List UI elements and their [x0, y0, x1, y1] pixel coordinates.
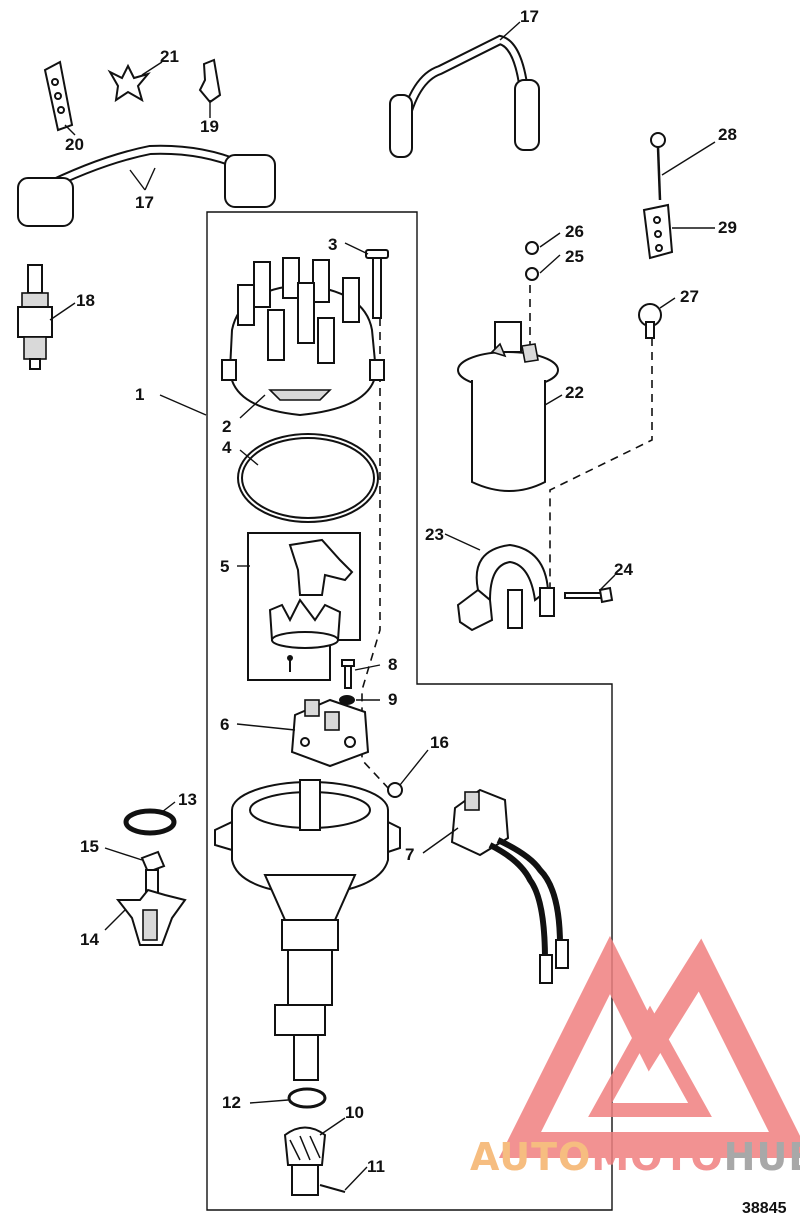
callout-19: 19 [200, 117, 219, 136]
callout-17-left: 17 [135, 193, 154, 212]
callout-18: 18 [76, 291, 95, 310]
module-washer [339, 695, 355, 705]
callout-3: 3 [328, 235, 337, 254]
coil-nut-26 [525, 241, 539, 255]
callout-15: 15 [80, 837, 99, 856]
callout-20: 20 [65, 135, 84, 154]
callout-16: 16 [430, 733, 449, 752]
callout-labels: 1 2 3 4 5 6 7 8 9 10 11 12 13 14 15 16 1… [65, 7, 737, 1176]
svg-text:AUTOMOTOHUB: AUTOMOTOHUB [470, 1135, 800, 1179]
module-screw [341, 659, 355, 689]
callout-7: 7 [405, 845, 414, 864]
watermark-triangle-icon [498, 935, 800, 1158]
callout-2: 2 [222, 417, 231, 436]
callout-5: 5 [220, 557, 229, 576]
bracket-bolt [564, 586, 614, 604]
callout-27: 27 [680, 287, 699, 306]
distributor-cap [221, 257, 385, 417]
watermark-hub: HUB [724, 1135, 800, 1179]
assembly-outline [206, 211, 613, 1211]
watermark-auto: AUTO [470, 1135, 591, 1179]
ignition-coil [457, 321, 559, 492]
pickup-coil [450, 788, 569, 984]
ground-wire-28 [650, 132, 666, 201]
watermark-moto: MOTO [591, 1135, 723, 1179]
callout-25: 25 [565, 247, 584, 266]
alignment-dash-clamp [549, 338, 653, 600]
callout-9: 9 [388, 690, 397, 709]
rotor-kit-box [247, 532, 361, 681]
wire-bracket-29 [642, 203, 674, 260]
callout-10: 10 [345, 1103, 364, 1122]
cap-screw [365, 249, 389, 319]
callout-22: 22 [565, 383, 584, 402]
distributor-housing [214, 779, 401, 1081]
coil-bracket [456, 543, 555, 632]
spark-plug-wire-left [17, 144, 276, 227]
wire-separator-20 [43, 60, 74, 132]
figure-number: 38845 [742, 1200, 787, 1217]
callout-23: 23 [425, 525, 444, 544]
washer-13 [123, 808, 177, 836]
callout-26: 26 [565, 222, 584, 241]
callout-6: 6 [220, 715, 229, 734]
callout-28: 28 [718, 125, 737, 144]
drive-gear [283, 1126, 327, 1196]
callout-17-top: 17 [520, 7, 539, 26]
callout-24: 24 [614, 560, 633, 579]
spark-plug-wire-top [389, 34, 540, 158]
callout-8: 8 [388, 655, 397, 674]
callout-14: 14 [80, 930, 99, 949]
wire-separator-21 [107, 63, 151, 103]
hold-down-bolt [140, 850, 166, 899]
callout-21: 21 [160, 47, 179, 66]
spark-plug-18 [17, 264, 53, 370]
leader-lines [49, 21, 716, 1191]
callout-11: 11 [367, 1157, 385, 1176]
hold-down-clamp [115, 888, 187, 946]
wire-clip-19 [198, 58, 222, 104]
callout-4: 4 [222, 438, 232, 457]
gear-pin [319, 1184, 346, 1193]
coil-nut-25 [525, 267, 539, 281]
housing-seal [287, 1087, 327, 1109]
callout-1: 1 [135, 385, 144, 404]
watermark-logo: AUTOMOTOHUB [470, 935, 800, 1179]
ignition-module [290, 698, 370, 768]
module-nut [387, 782, 403, 798]
callout-12: 12 [222, 1093, 241, 1112]
callout-13: 13 [178, 790, 197, 809]
bolt-27 [638, 303, 662, 339]
callout-29: 29 [718, 218, 737, 237]
